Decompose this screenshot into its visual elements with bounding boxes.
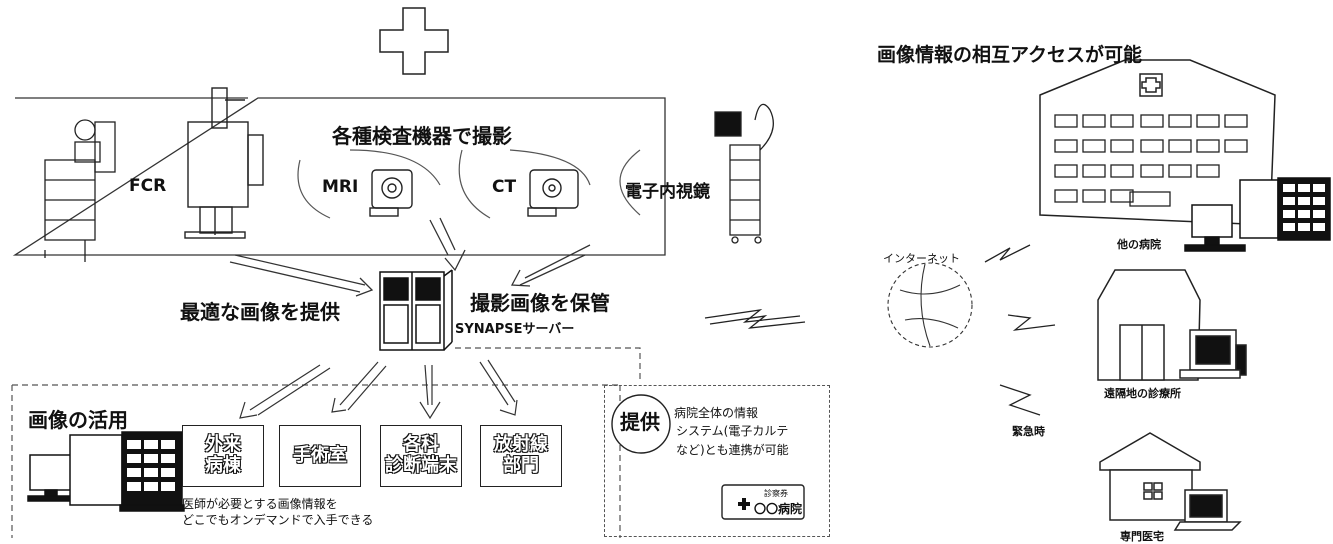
internet-label: インターネット bbox=[883, 252, 960, 265]
provide-line3: など)とも連携が可能 bbox=[676, 443, 789, 457]
provide-line1: 病院全体の情報 bbox=[674, 406, 759, 420]
server-left-caption: 最適な画像を提供 bbox=[180, 300, 340, 324]
exam-panel-border bbox=[12, 97, 666, 256]
dept-radiology: 放射線 部門 bbox=[480, 425, 562, 487]
emergency-label: 緊急時 bbox=[1012, 425, 1045, 438]
utilization-note-line2: どこでもオンデマンドで入手できる bbox=[182, 513, 374, 527]
provide-badge-circle bbox=[611, 394, 671, 454]
other-hospital-building-icon bbox=[1039, 59, 1276, 226]
provide-badge: 提供 bbox=[620, 410, 660, 434]
mri-ellipse bbox=[297, 149, 441, 219]
device-label-endoscope: 電子内視鏡 bbox=[625, 182, 710, 202]
lightning-other-hospital bbox=[984, 244, 1031, 263]
fcr-cart-icon bbox=[44, 119, 116, 262]
server-right-caption: 撮影画像を保管 bbox=[470, 291, 610, 315]
home-label: 専門医宅 bbox=[1120, 530, 1164, 543]
provide-line2: システム(電子カルテ bbox=[676, 424, 789, 438]
doctor-terminal-icon bbox=[27, 431, 185, 512]
dept-diagnostic-terminal: 各科 診断端末 bbox=[380, 425, 462, 487]
lightning-emergency bbox=[999, 384, 1041, 416]
lightning-server-internet-b bbox=[709, 315, 806, 329]
lightning-server-internet bbox=[704, 309, 801, 323]
mri-scanner-icon bbox=[369, 169, 413, 217]
remote-clinic-label: 遠隔地の診療所 bbox=[1104, 387, 1181, 400]
home-building-icon bbox=[1099, 432, 1242, 531]
utilization-note-line1: 医師が必要とする画像情報を bbox=[182, 497, 338, 511]
arrows-to-server bbox=[229, 217, 591, 297]
dept-operating-room: 手術室 bbox=[279, 425, 361, 487]
server-dash-line bbox=[455, 347, 641, 380]
arrows-to-departments bbox=[239, 359, 518, 420]
device-label-fcr: FCR bbox=[129, 176, 167, 196]
hospital-monitor-grid bbox=[1283, 184, 1325, 231]
endo-ellipse bbox=[619, 149, 641, 216]
endoscope-cart-icon bbox=[714, 103, 774, 244]
fcr-stand-icon bbox=[184, 87, 264, 239]
internet-globe-icon bbox=[887, 262, 973, 348]
server-name: SYNAPSEサーバー bbox=[455, 322, 575, 337]
hospital-windows bbox=[1054, 114, 1248, 207]
device-label-mri: MRI bbox=[322, 177, 359, 197]
remote-clinic-building-icon bbox=[1097, 269, 1247, 381]
patient-card-small: 診察券 bbox=[764, 489, 788, 498]
mutual-access-title: 画像情報の相互アクセスが可能 bbox=[877, 44, 1143, 66]
ct-scanner-icon bbox=[527, 169, 579, 217]
patient-card-icon bbox=[721, 484, 805, 520]
patient-card-hospital: 〇〇病院 bbox=[754, 502, 803, 516]
ct-ellipse bbox=[458, 149, 591, 219]
exam-panel-title: 各種検査機器で撮影 bbox=[332, 124, 512, 148]
hospital-cross-icon bbox=[379, 7, 449, 75]
terminal-screen-grid bbox=[127, 440, 175, 491]
lightning-remote-clinic bbox=[1007, 314, 1056, 331]
dept-outpatient-ward: 外来 病棟 bbox=[182, 425, 264, 487]
provide-section-box bbox=[604, 385, 830, 537]
device-label-ct: CT bbox=[492, 177, 517, 197]
synapse-server-icon bbox=[379, 269, 453, 351]
utilization-title: 画像の活用 bbox=[28, 408, 128, 432]
other-hospital-label: 他の病院 bbox=[1117, 238, 1161, 251]
